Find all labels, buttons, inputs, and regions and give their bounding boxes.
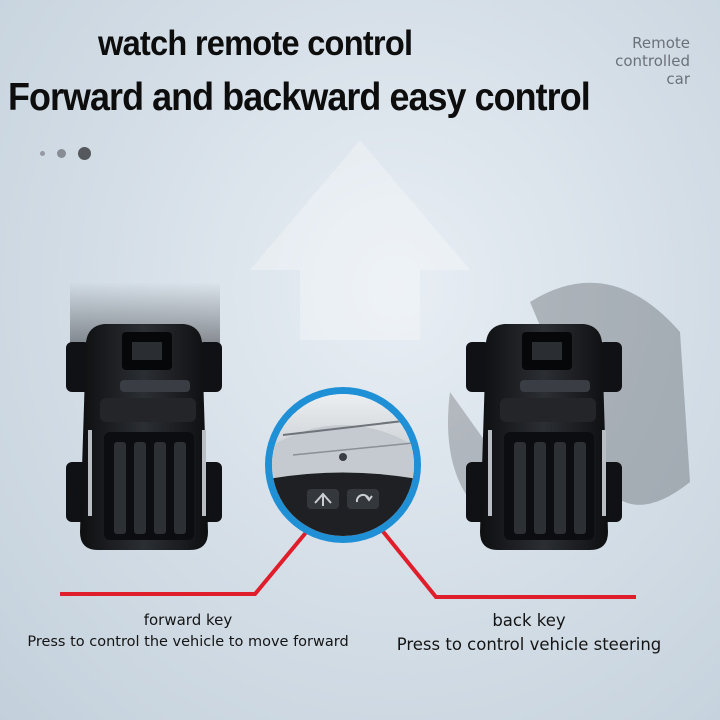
car-steering-image	[448, 282, 690, 550]
forward-key-description: Press to control the vehicle to move for…	[27, 634, 349, 650]
back-key-description: Press to control vehicle steering	[396, 635, 662, 654]
pagination-dot	[57, 149, 66, 158]
watch-closeup	[265, 387, 421, 543]
corner-label-line: Remote	[632, 34, 690, 52]
forward-arrow-icon	[314, 492, 332, 506]
forward-callout-line	[60, 516, 320, 596]
headline-line-2: Forward and backward easy control	[8, 76, 591, 119]
headline-line-1: watch remote control	[98, 24, 413, 63]
rotate-arrow-icon	[355, 493, 373, 503]
back-callout-line	[370, 516, 636, 599]
corner-label: Remote controlled car	[570, 34, 690, 88]
back-key-caption: back key Press to control vehicle steeri…	[384, 610, 674, 658]
corner-label-line: controlled	[615, 52, 690, 70]
car-forward-image	[66, 282, 222, 550]
pagination-dots	[40, 147, 91, 160]
pagination-dot	[40, 151, 45, 156]
corner-label-line: car	[666, 70, 690, 88]
back-key-label: back key	[492, 611, 566, 630]
forward-key-caption: forward key Press to control the vehicle…	[18, 609, 358, 653]
forward-key-label: forward key	[143, 611, 233, 629]
pagination-dot-active	[78, 147, 91, 160]
